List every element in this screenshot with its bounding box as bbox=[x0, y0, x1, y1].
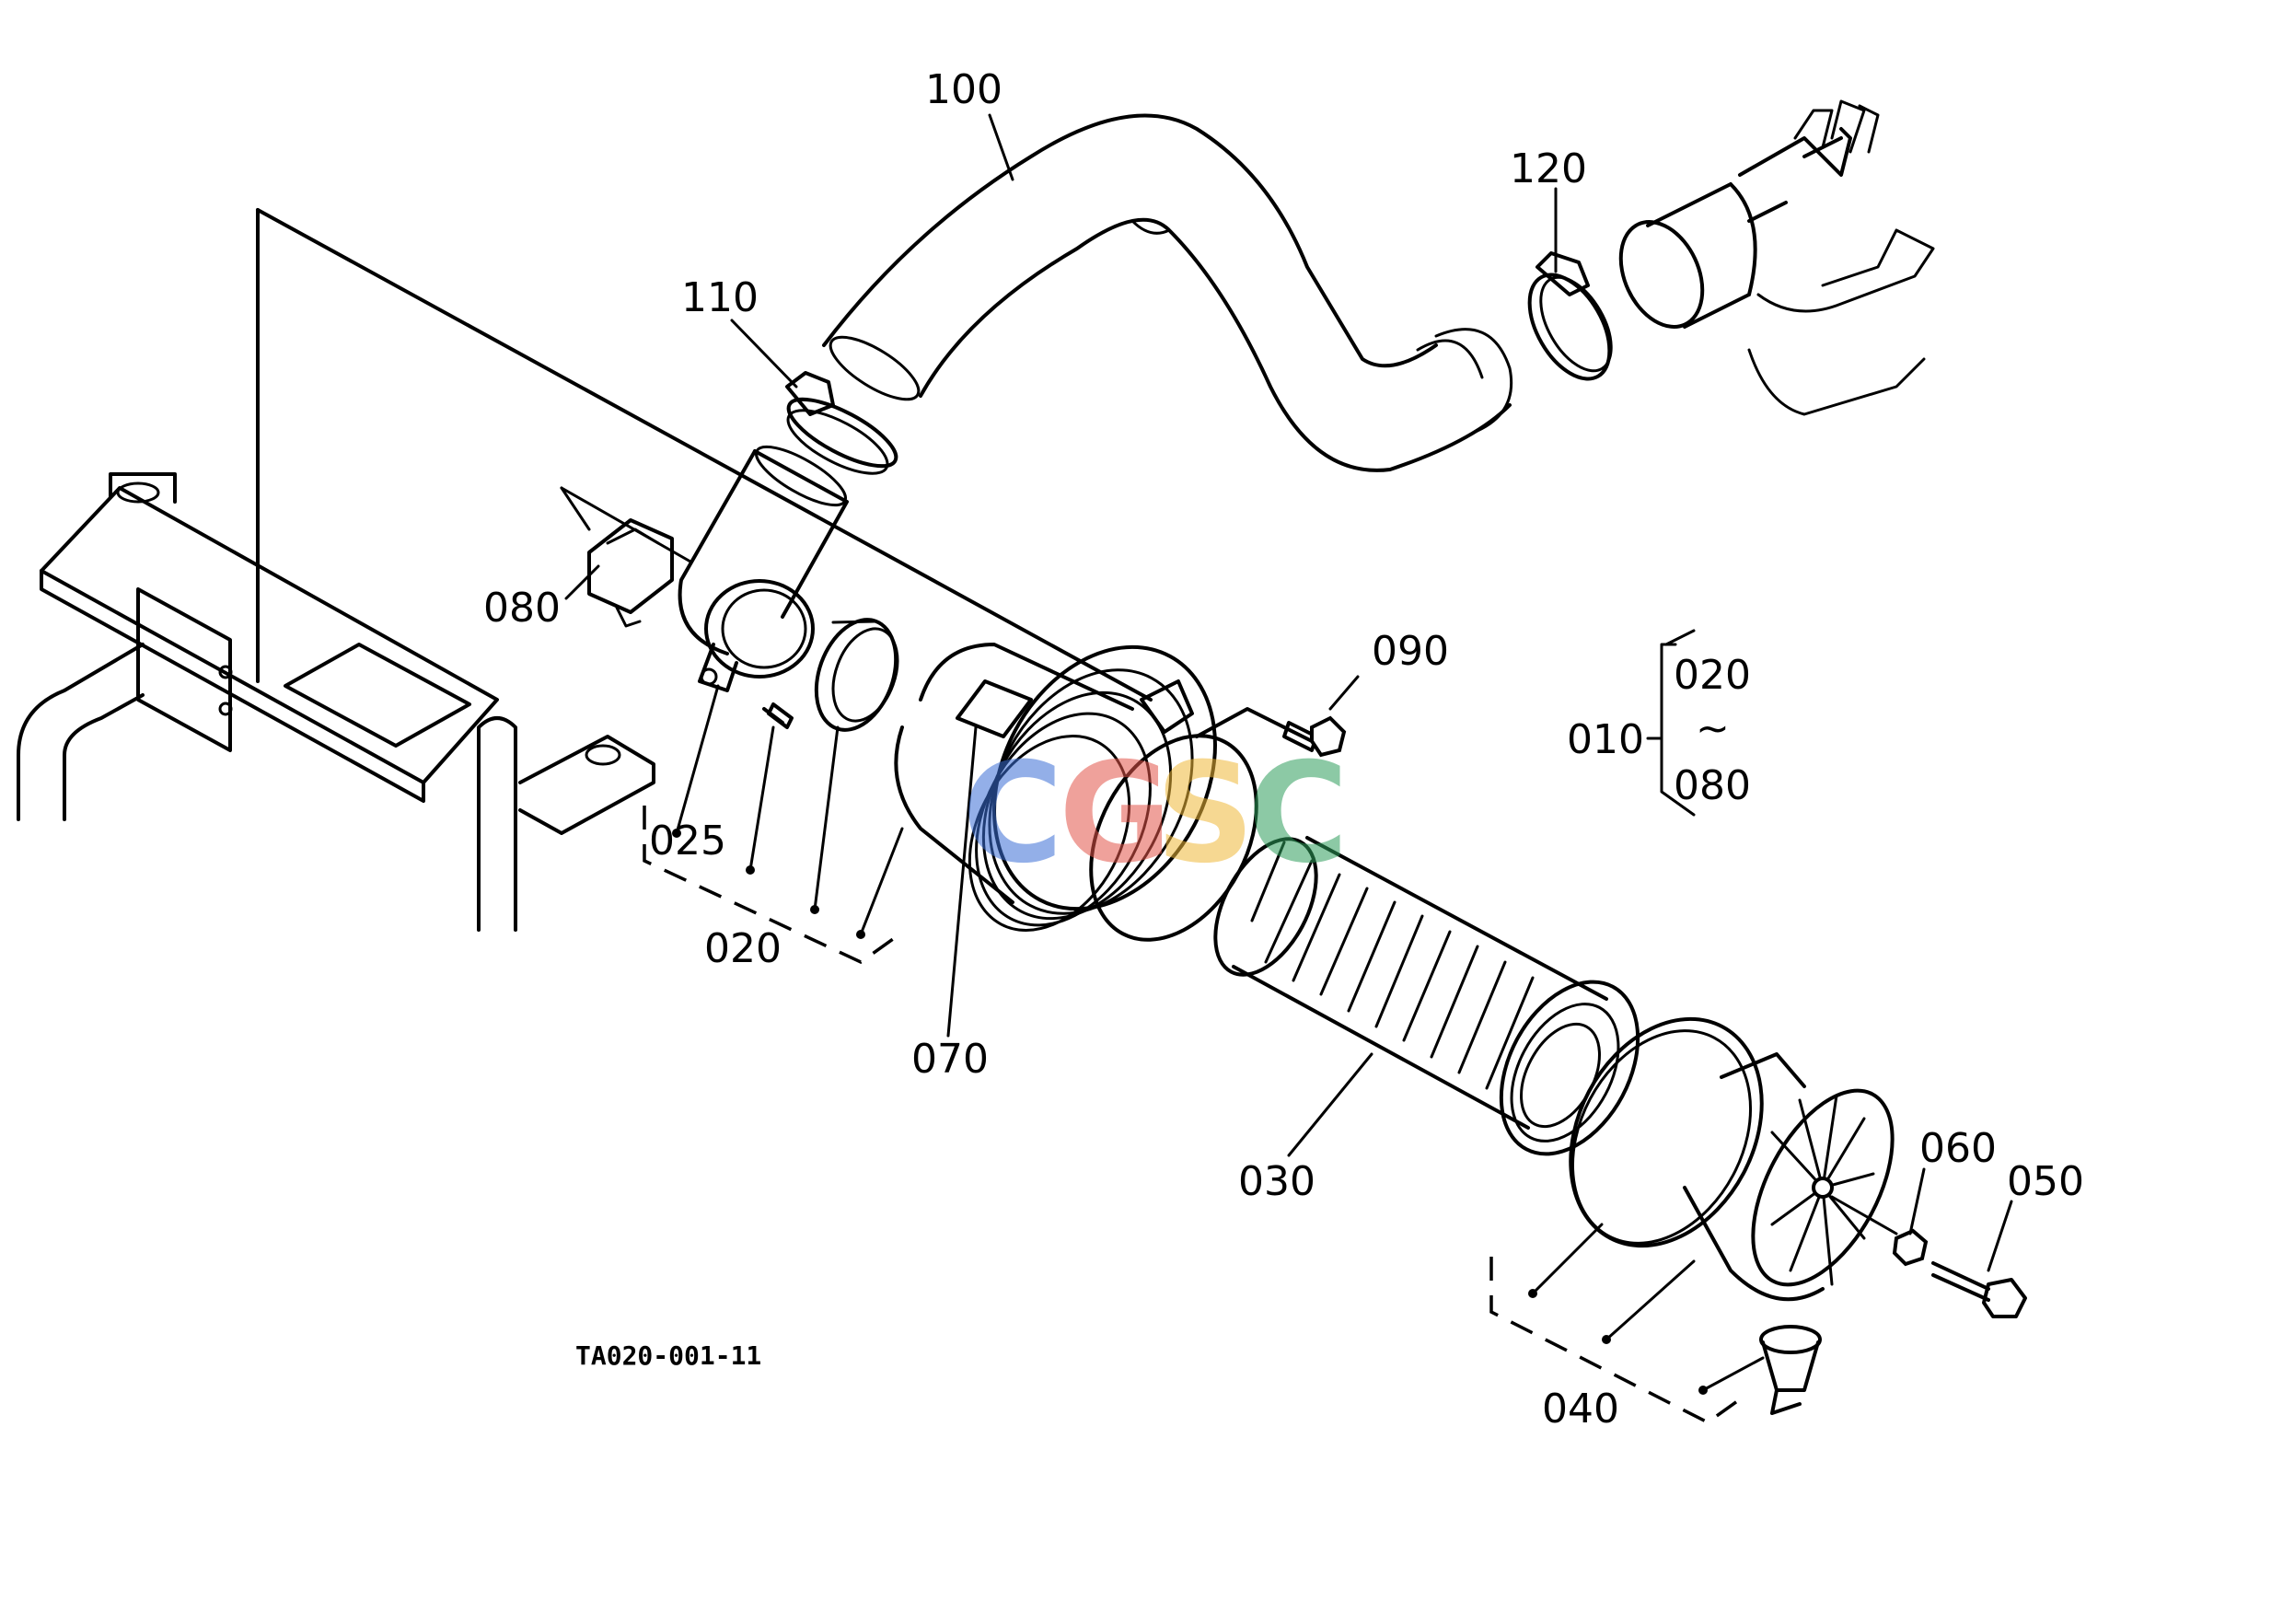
bolt-090 bbox=[1195, 707, 1347, 758]
watermark-letter-4: C bbox=[1247, 734, 1349, 894]
clamp-120 bbox=[1527, 251, 1613, 381]
label-020-range: 020 bbox=[1674, 652, 1751, 699]
watermark-letter-3: S bbox=[1155, 734, 1255, 894]
inlet-elbow bbox=[678, 445, 849, 655]
bolt-050 bbox=[1830, 1195, 2027, 1318]
range-mark: ~ bbox=[1696, 705, 1730, 752]
mounting-frame bbox=[17, 208, 1153, 932]
leader-lines bbox=[564, 113, 2013, 1395]
label-040: 040 bbox=[1542, 1386, 1619, 1433]
watermark-letter-2: G bbox=[1059, 734, 1172, 894]
ring bbox=[814, 618, 899, 732]
clamp-110 bbox=[785, 371, 898, 475]
intake-hose bbox=[822, 113, 1513, 472]
end-cap-040 bbox=[1569, 1016, 1895, 1302]
watermark-logo: C G S C bbox=[962, 734, 1349, 894]
engine-intake bbox=[1618, 99, 1935, 416]
label-110: 110 bbox=[681, 274, 759, 321]
label-090: 090 bbox=[1372, 628, 1449, 675]
drawing-code: TA020-001-11 bbox=[575, 1340, 761, 1371]
label-060: 060 bbox=[1919, 1125, 1997, 1172]
indicator-080 bbox=[560, 486, 692, 628]
small-bolt bbox=[762, 702, 794, 729]
label-050: 050 bbox=[2007, 1158, 2084, 1205]
label-070: 070 bbox=[911, 1036, 989, 1083]
dust-valve bbox=[1759, 1325, 1822, 1415]
nut-060 bbox=[1892, 1228, 1929, 1267]
label-080: 080 bbox=[483, 585, 561, 632]
group-brackets bbox=[643, 629, 1742, 1425]
label-025: 025 bbox=[649, 818, 726, 864]
label-010: 010 bbox=[1567, 716, 1644, 763]
label-120: 120 bbox=[1510, 145, 1587, 192]
filter-pleats bbox=[1250, 841, 1535, 1090]
label-100: 100 bbox=[925, 66, 1002, 113]
label-020: 020 bbox=[704, 925, 782, 972]
watermark-letter-1: C bbox=[962, 734, 1063, 894]
label-080-range: 080 bbox=[1674, 762, 1751, 809]
label-030: 030 bbox=[1238, 1158, 1315, 1205]
filter-element-030 bbox=[1213, 836, 1640, 1156]
band-025 bbox=[698, 579, 815, 692]
